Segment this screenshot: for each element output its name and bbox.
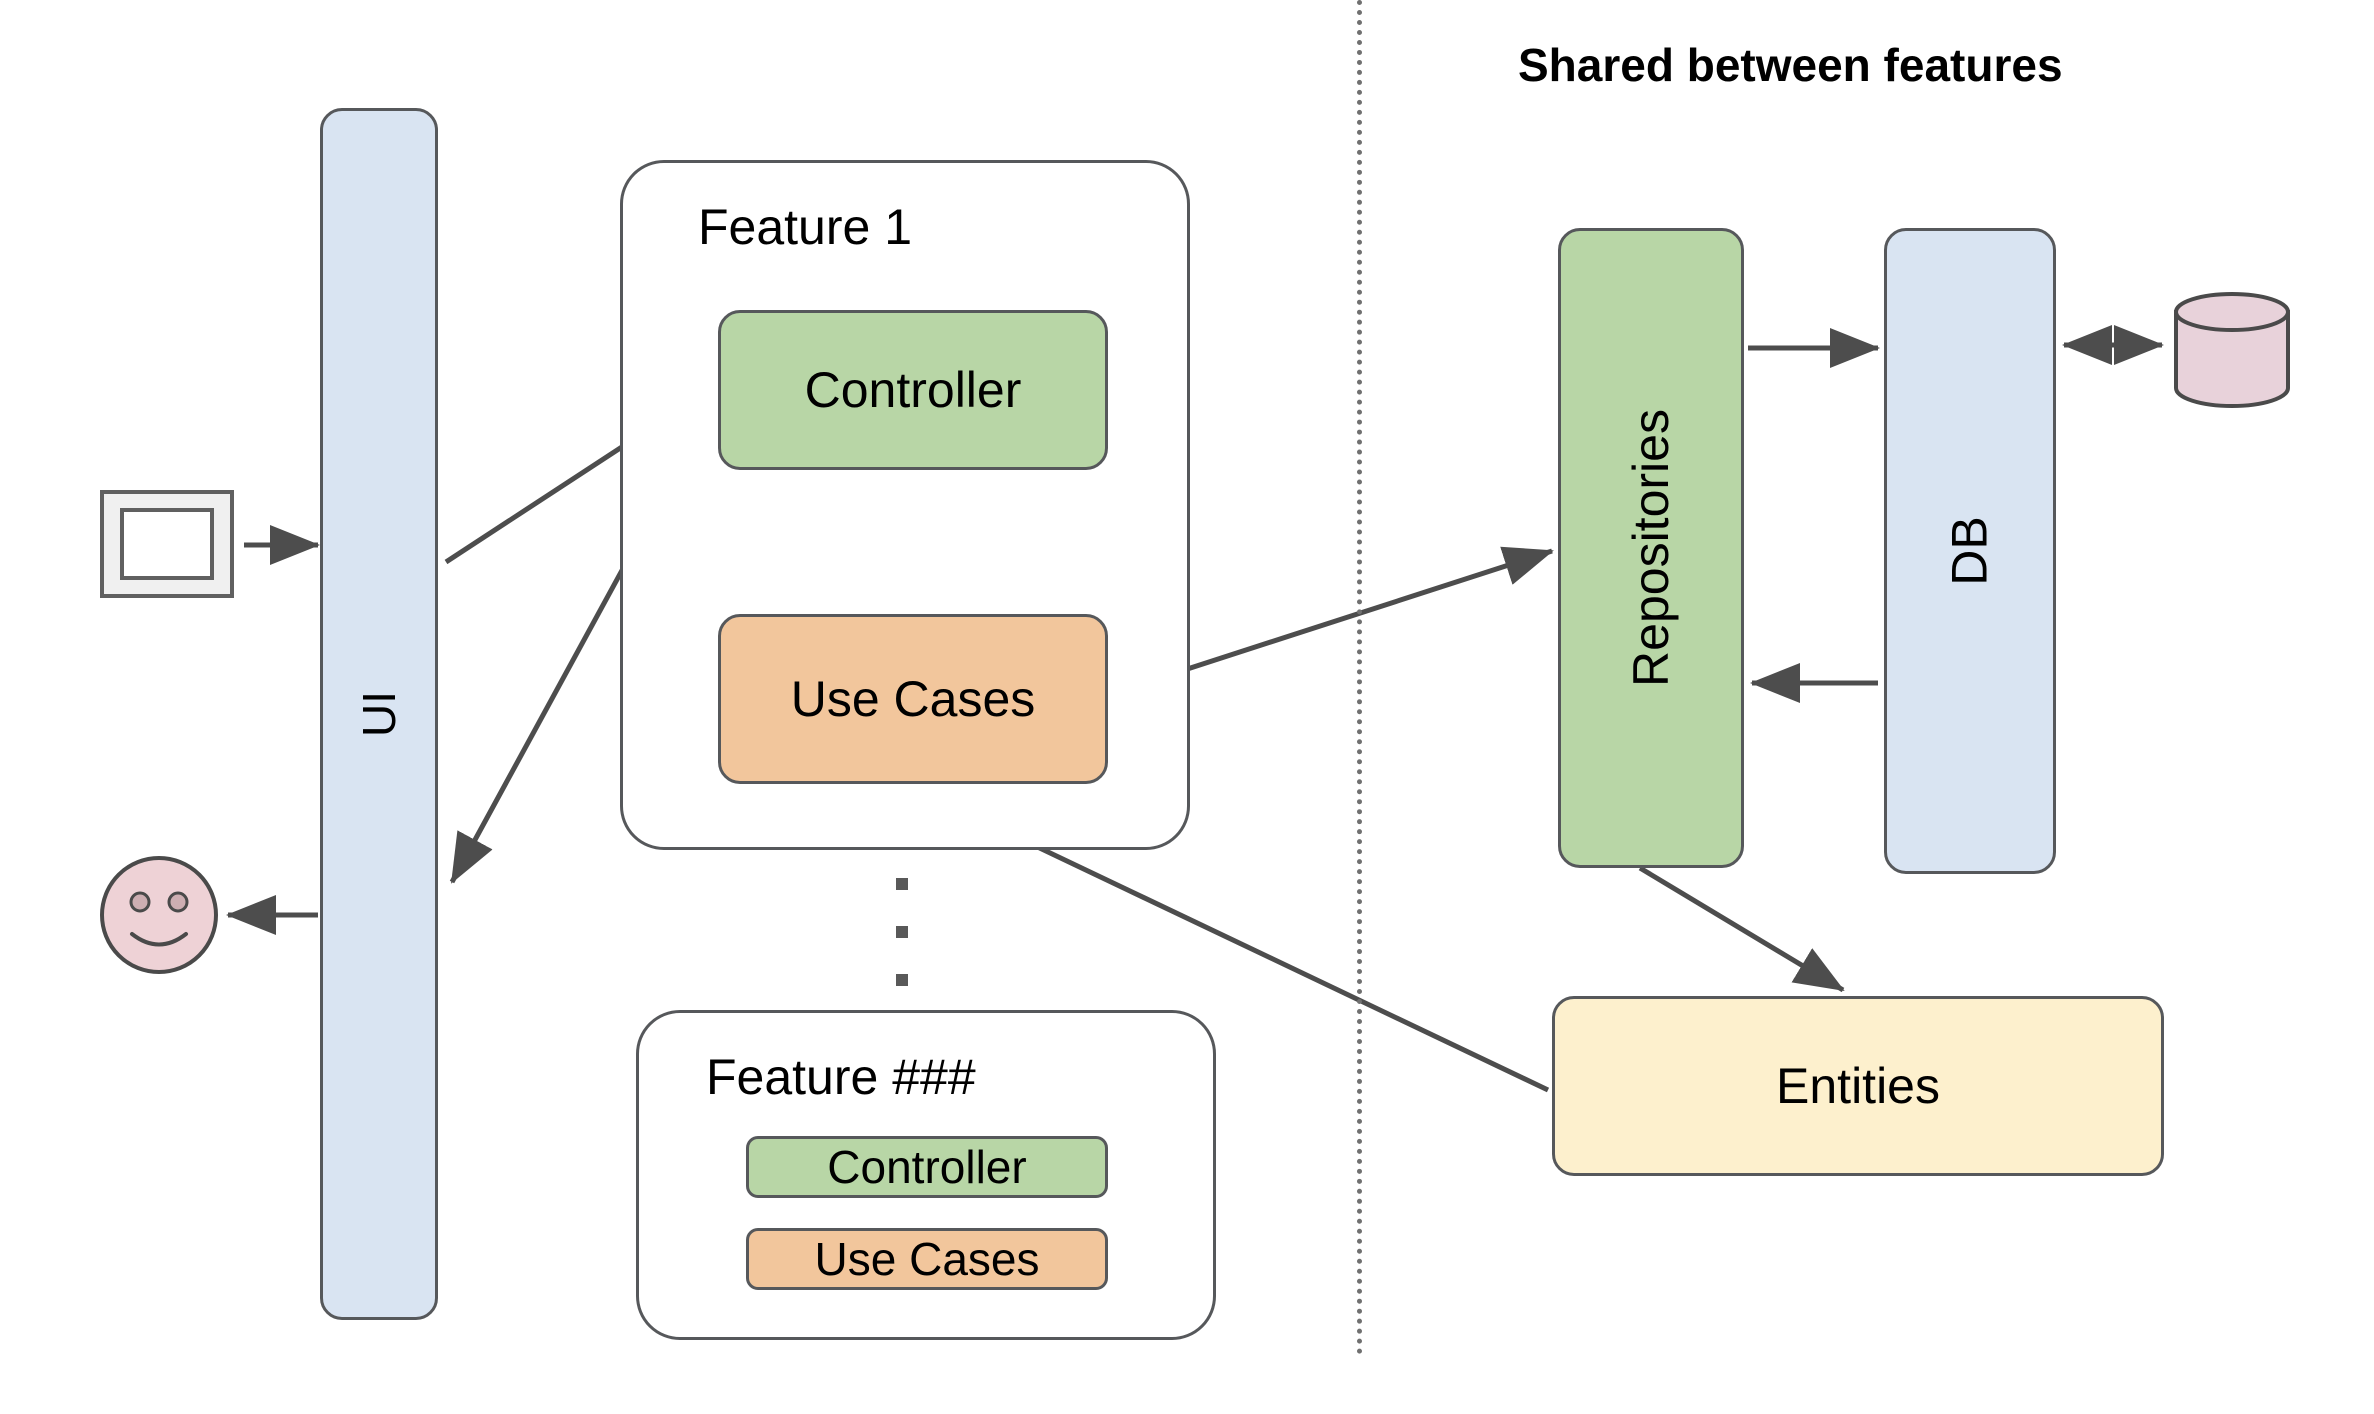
feature-n-controller-label: Controller: [827, 1141, 1027, 1193]
feature-n-controller-node[interactable]: Controller: [746, 1136, 1108, 1198]
entities-node[interactable]: Entities: [1552, 996, 2164, 1176]
shared-section-title: Shared between features: [1518, 39, 2063, 91]
entities-label: Entities: [1776, 1058, 1940, 1114]
feature-1-controller-node[interactable]: Controller: [718, 310, 1108, 470]
feature-1-controller-label: Controller: [804, 362, 1022, 418]
ui-layer-label: UI: [353, 691, 405, 737]
vertical-ellipsis-icon: [896, 878, 908, 986]
feature-n-usecases-label: Use Cases: [814, 1233, 1040, 1285]
db-node[interactable]: DB: [1884, 228, 2056, 874]
feature-1-usecases-node[interactable]: Use Cases: [718, 614, 1108, 784]
feature-1-title: Feature 1: [698, 199, 913, 255]
section-divider: [1357, 0, 1362, 1355]
db-label: DB: [1942, 516, 1998, 586]
repositories-label: Repositories: [1623, 409, 1679, 687]
ui-layer-bar[interactable]: UI: [320, 108, 438, 1320]
edge-repositories-to-entities: [1638, 865, 1845, 993]
monitor-screen-icon: [120, 508, 214, 580]
feature-n-usecases-node[interactable]: Use Cases: [746, 1228, 1108, 1290]
feature-1-usecases-label: Use Cases: [790, 671, 1036, 727]
feature-n-title: Feature ###: [706, 1049, 976, 1105]
monitor-icon: [100, 490, 234, 598]
repositories-node[interactable]: Repositories: [1558, 228, 1744, 868]
database-cylinder-icon: [2174, 292, 2290, 408]
smiley-face-icon: [100, 856, 218, 974]
